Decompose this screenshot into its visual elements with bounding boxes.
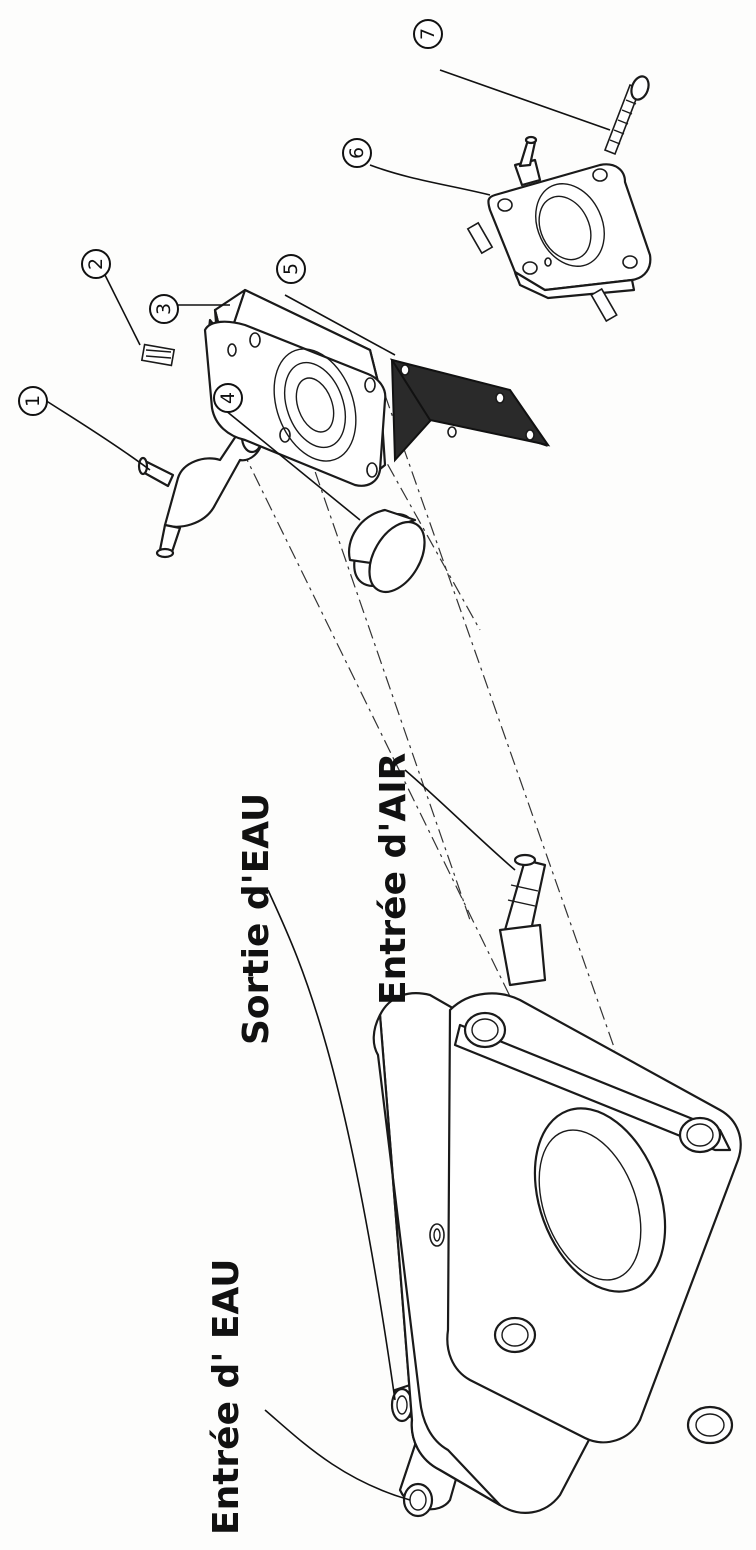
label-water-inlet: Entrée d' EAU [206, 1259, 247, 1535]
callout-leader-lines [44, 69, 611, 521]
svg-text:6: 6 [346, 147, 368, 159]
part-5-gasket [389, 358, 551, 463]
svg-text:5: 5 [280, 263, 302, 275]
svg-text:4: 4 [217, 392, 239, 404]
callout-1: 1 [18, 386, 48, 416]
callout-7: 7 [413, 19, 443, 49]
svg-text:3: 3 [153, 303, 175, 315]
svg-text:1: 1 [22, 395, 44, 407]
label-leader-lines [264, 769, 516, 1501]
label-water-outlet: Sortie d'EAU [236, 793, 277, 1045]
assembled-unit [372, 853, 742, 1518]
callout-4: 4 [213, 383, 243, 413]
callout-5: 5 [276, 254, 306, 284]
svg-text:2: 2 [85, 258, 107, 270]
svg-text:7: 7 [417, 28, 439, 40]
part-6-end-cap [466, 135, 652, 323]
callout-2: 2 [81, 249, 111, 279]
label-air-inlet: Entrée d'AIR [373, 753, 414, 1005]
callout-3: 3 [149, 294, 179, 324]
part-2-set-screw [140, 343, 176, 367]
part-1-tee-fitting [137, 420, 264, 559]
callout-6: 6 [342, 138, 372, 168]
part-4-disc [347, 508, 426, 593]
part-3-main-body [203, 288, 387, 487]
part-7-bolt [603, 75, 650, 156]
